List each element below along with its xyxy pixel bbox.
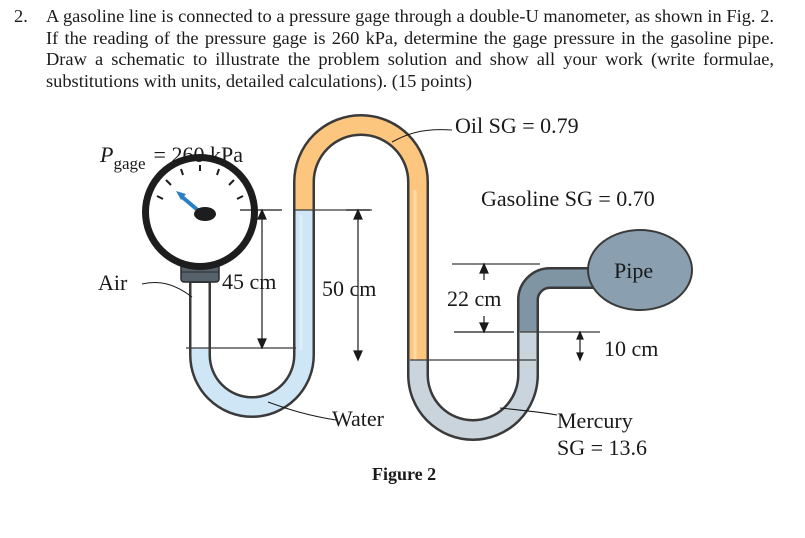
leader-lines — [141, 129, 558, 421]
problem-statement: 2. A gasoline line is connected to a pre… — [14, 6, 774, 92]
manometer-tubes — [189, 114, 606, 441]
problem-text: A gasoline line is connected to a pressu… — [46, 6, 774, 91]
dim-10-label: 10 cm — [604, 336, 658, 361]
dim-50-label: 50 cm — [322, 276, 376, 301]
dim-45-label: 45 cm — [222, 269, 276, 294]
mercury-sg-label: SG = 13.6 — [557, 435, 647, 460]
gasoline-label: Gasoline SG = 0.70 — [481, 186, 655, 211]
pgage-label: Pgage= 260 kPa — [99, 142, 243, 173]
gasoline-pipe — [587, 229, 693, 311]
dim-22-label: 22 cm — [447, 286, 501, 311]
mercury-column — [409, 332, 537, 439]
pipe-label: Pipe — [614, 258, 653, 283]
problem-number: 2. — [14, 6, 28, 26]
air-label: Air — [98, 270, 128, 295]
gage-hub — [194, 207, 216, 221]
pressure-gage — [142, 154, 258, 283]
water-column — [191, 210, 313, 416]
gasoline-column — [519, 269, 606, 332]
oil-label: Oil SG = 0.79 — [455, 113, 579, 138]
water-label: Water — [332, 406, 385, 431]
oil-column — [295, 116, 427, 360]
figure-caption: Figure 2 — [372, 464, 436, 484]
gage-ticks — [156, 165, 244, 200]
mercury-label: Mercury — [557, 408, 633, 433]
dimension-markers — [240, 208, 584, 362]
